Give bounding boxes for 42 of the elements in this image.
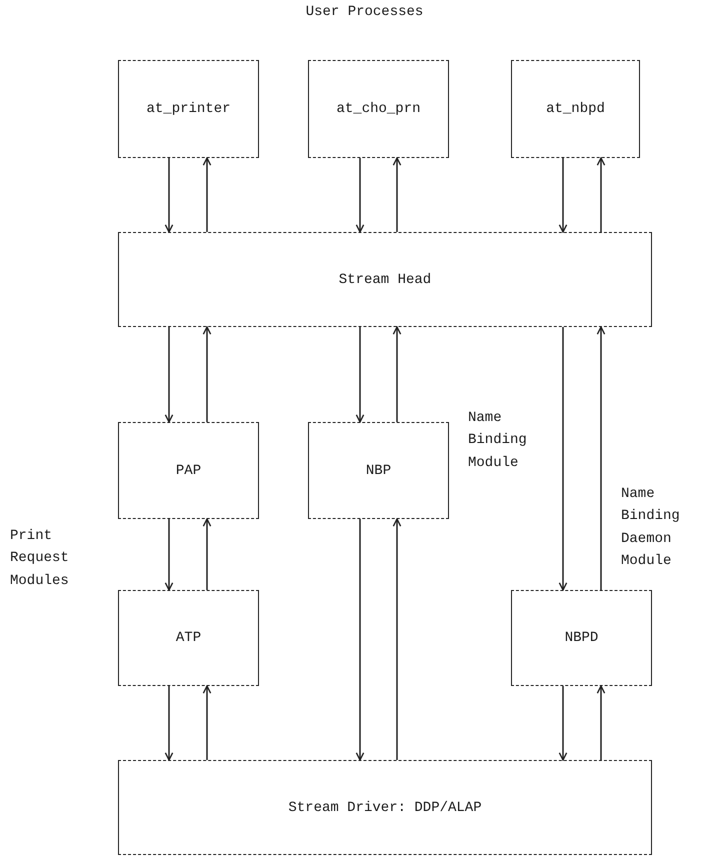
module-label: at_cho_prn (336, 101, 420, 117)
annotation-text: Name Binding Module (468, 409, 528, 473)
arrow (164, 686, 174, 761)
arrow (558, 686, 568, 761)
arrow (202, 685, 212, 760)
arrow (164, 519, 174, 591)
module-label: ATP (176, 630, 202, 646)
module-box (118, 590, 259, 686)
arrow (202, 518, 212, 590)
arrow (596, 685, 606, 760)
module-box (118, 232, 652, 327)
annotation-text: Name Binding Daemon Module (621, 485, 681, 572)
arrow (596, 157, 606, 232)
arrow (164, 158, 174, 233)
module-label: Stream Driver: DDP/ALAP (288, 800, 482, 816)
arrow (356, 158, 364, 233)
module-box (511, 60, 640, 158)
arrow (392, 518, 402, 760)
annotation-text: Print Request Modules (10, 527, 70, 591)
arrow (392, 157, 402, 232)
module-box (118, 60, 259, 158)
module-label: Stream Head (338, 272, 432, 288)
module-label: NBPD (564, 630, 598, 646)
arrow (596, 326, 606, 590)
module-box (308, 60, 449, 158)
module-box (118, 422, 259, 519)
arrow (558, 327, 568, 591)
arrow (356, 327, 364, 423)
arrow (164, 327, 174, 423)
module-box (118, 760, 652, 855)
arrow (356, 519, 364, 761)
module-label: NBP (366, 462, 392, 478)
arrow (558, 158, 568, 233)
module-box (511, 590, 652, 686)
module-label: at_printer (146, 101, 230, 117)
module-box (308, 422, 449, 519)
arrow (202, 326, 212, 422)
module-label: at_nbpd (546, 101, 605, 117)
module-label: PAP (176, 462, 202, 478)
arrow (392, 326, 402, 422)
arrow (202, 157, 212, 232)
diagram-title: User Processes (304, 4, 424, 20)
